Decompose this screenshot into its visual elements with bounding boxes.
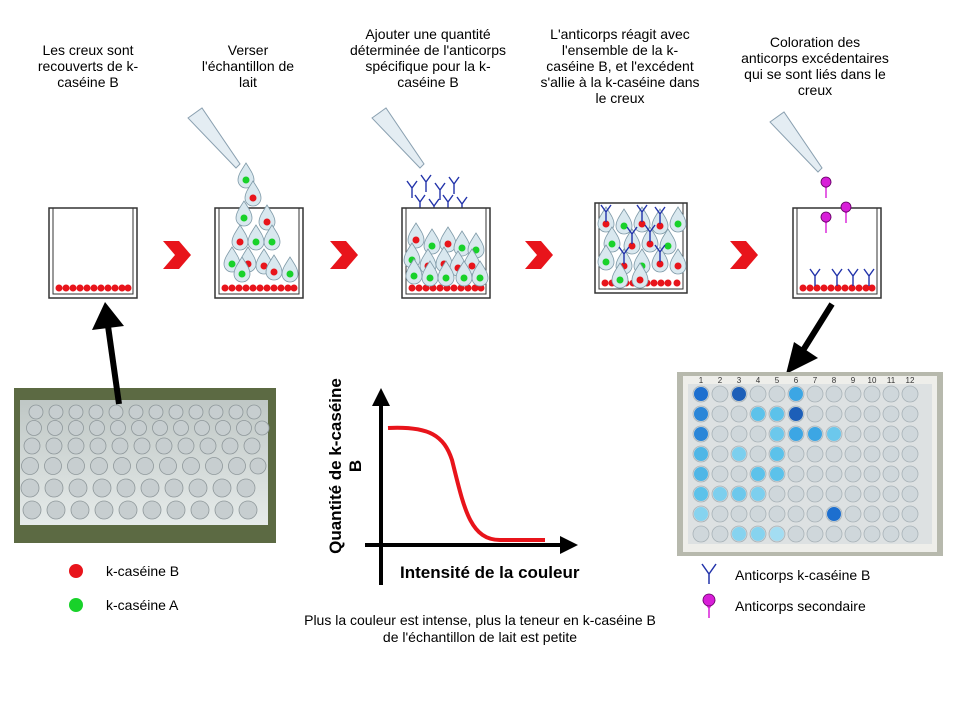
coating-k-caseine-b: [55, 284, 132, 292]
legend-k-caseine-b: k-caséine B: [106, 563, 180, 579]
legend-anticorps-k-caseine-b: Anticorps k-caséine B: [735, 567, 871, 583]
step-5-label: Coloration des anticorps excédentaires q…: [741, 34, 889, 98]
legend-anticorps-secondaire: Anticorps secondaire: [735, 598, 866, 614]
stained-wells: [694, 387, 841, 541]
plate-photo: [14, 388, 276, 543]
chevron-arrow-4: [730, 241, 758, 269]
svg-text:9: 9: [851, 376, 856, 385]
pipette-icon: [769, 111, 823, 173]
color-intensity-graph: [365, 388, 578, 585]
svg-text:3: 3: [737, 376, 742, 385]
milk-droplets: [223, 162, 299, 283]
pipette-icon: [187, 107, 241, 169]
well-step-5: [792, 207, 882, 299]
svg-text:10: 10: [868, 376, 877, 385]
response-curve: [387, 425, 545, 542]
svg-text:6: 6: [794, 376, 799, 385]
chevron-arrow-3: [525, 241, 553, 269]
svg-text:8: 8: [832, 376, 837, 385]
legend-k-caseine-a: k-caséine A: [106, 597, 179, 613]
k-caseine-b-dot-icon: [69, 564, 83, 578]
svg-text:11: 11: [887, 376, 896, 385]
svg-text:5: 5: [775, 376, 780, 385]
svg-text:1: 1: [699, 376, 704, 385]
chevron-arrow-2: [330, 241, 358, 269]
well-step-3: [401, 207, 491, 299]
pointer-arrow-right: [786, 302, 835, 374]
antibody-icon: [701, 563, 717, 584]
well-step-1: [48, 207, 138, 299]
graph-caption: Plus la couleur est intense, plus la ten…: [304, 612, 656, 645]
step-3-label: Ajouter une quantité déterminée de l'ant…: [350, 26, 506, 90]
step-4-label: L'anticorps réagit avec l'ensemble de la…: [540, 26, 700, 106]
pointer-arrow-left: [92, 302, 124, 405]
graph-y-axis-label: Quantité de k-caséine B: [326, 378, 365, 554]
svg-text:2: 2: [718, 376, 723, 385]
bound-antibody-droplets: [597, 204, 687, 289]
k-caseine-a-dot-icon: [69, 598, 83, 612]
sample-droplets-step-3: [403, 222, 489, 287]
chevron-arrow-1: [163, 241, 191, 269]
svg-text:12: 12: [906, 376, 915, 385]
svg-text:7: 7: [813, 376, 818, 385]
secondary-antibody-icon: [702, 593, 716, 618]
step-1-label: Les creux sont recouverts de k-caséine B: [37, 42, 139, 90]
graph-x-axis-label: Intensité de la couleur: [400, 563, 580, 582]
step-2-label: Verser l'échantillon de lait: [201, 42, 295, 90]
svg-text:4: 4: [756, 376, 761, 385]
well-step-2: [214, 207, 304, 299]
pipette-icon: [371, 107, 425, 169]
